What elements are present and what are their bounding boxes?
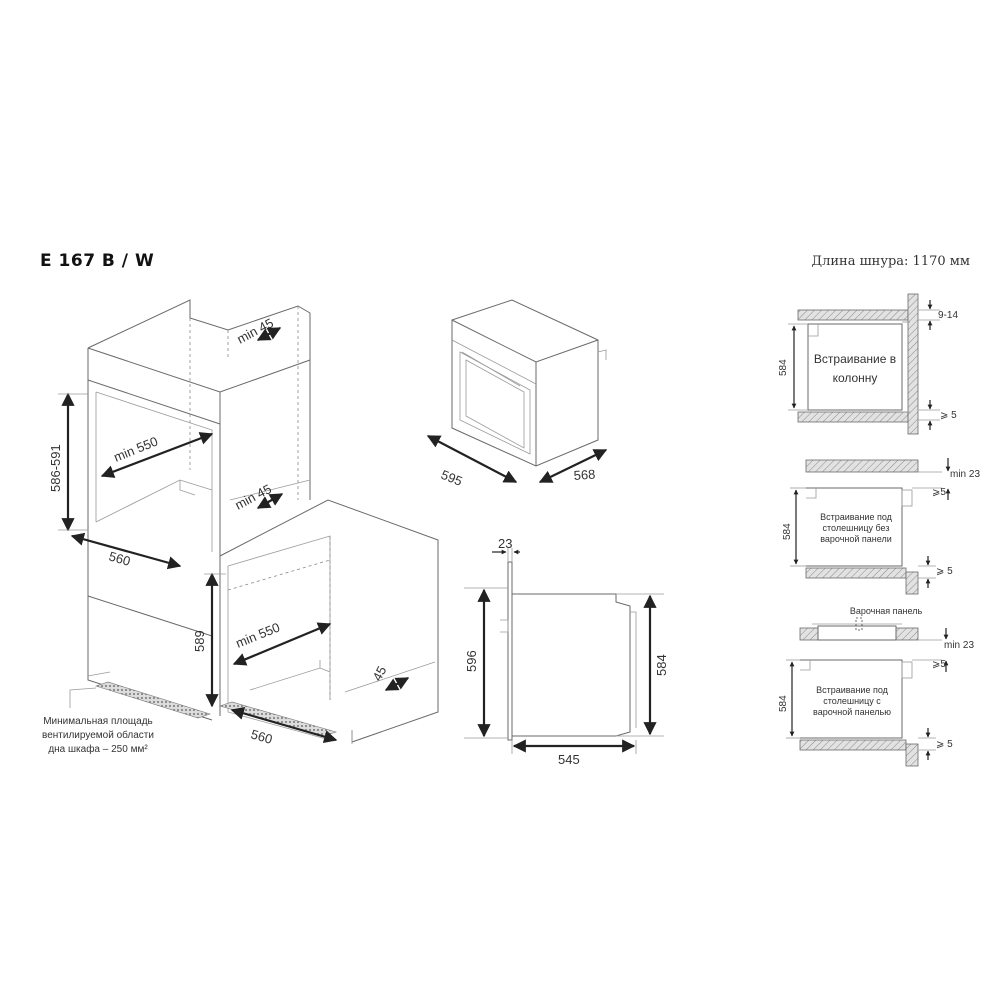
column-label-line-1: Встраивание в — [814, 352, 896, 366]
column-height-label: 584 — [778, 359, 789, 376]
body-height-label: 584 — [654, 654, 669, 676]
hob-panel-label: Варочная панель — [850, 606, 923, 616]
vent-note-line-3: дна шкафа – 250 мм² — [48, 743, 148, 755]
middle-gap-label: min 45 — [232, 481, 274, 513]
front-thickness-label: 23 — [498, 536, 512, 551]
model-title: E 167 B / W — [40, 251, 155, 271]
hob-label-line-1: Встраивание под — [816, 685, 889, 695]
cabinet-dimensions — [58, 327, 410, 744]
no-hob-height-label: 584 — [782, 523, 793, 540]
upper-depth-label: min 550 — [112, 434, 161, 465]
hob-top-gap-label: min 23 — [944, 640, 974, 651]
install-no-hob-section — [790, 458, 951, 595]
lower-gap-label: 45 — [369, 664, 389, 684]
oven-isometric — [426, 299, 608, 483]
no-hob-side-gap-label: ⩾5 — [932, 487, 946, 498]
column-top-gap-label: 9-14 — [938, 310, 958, 321]
upper-gap-label: min 45 — [234, 315, 276, 347]
cord-length-label: Длина шнура: 1170 мм — [811, 254, 970, 269]
vent-note-line-1: Минимальная площадь — [43, 716, 153, 727]
oven-width-label: 595 — [439, 467, 465, 489]
oven-side-view — [464, 548, 664, 754]
column-label-line-2: колонну — [833, 371, 878, 385]
lower-width-label: 560 — [249, 726, 274, 746]
no-hob-top-gap-label: min 23 — [950, 469, 980, 480]
install-column-section — [788, 293, 940, 435]
no-hob-label-line-1: Встраивание под — [820, 512, 893, 522]
front-height-label: 596 — [464, 650, 479, 672]
hob-bottom-gap-label: ⩾ 5 — [936, 739, 953, 750]
no-hob-label-line-3: варочной панели — [820, 534, 892, 544]
column-bottom-gap-label: ⩾ 5 — [940, 410, 957, 421]
install-hob-section — [786, 617, 949, 767]
hob-height-label: 584 — [778, 695, 789, 712]
hob-label-line-2: столешницу с — [823, 696, 881, 706]
oven-depth-label: 568 — [573, 467, 596, 483]
body-depth-label: 545 — [558, 752, 580, 767]
no-hob-bottom-gap-label: ⩾ 5 — [936, 566, 953, 577]
lower-height-label: 589 — [192, 630, 207, 652]
vent-note-line-2: вентилируемой области — [42, 729, 154, 741]
hob-label-line-3: варочной панелью — [813, 707, 891, 717]
hob-side-gap-label: ⩾5 — [932, 659, 946, 670]
upper-height-label: 586-591 — [48, 444, 63, 492]
upper-width-label: 560 — [107, 548, 132, 568]
no-hob-label-line-2: столешницу без — [823, 523, 890, 533]
